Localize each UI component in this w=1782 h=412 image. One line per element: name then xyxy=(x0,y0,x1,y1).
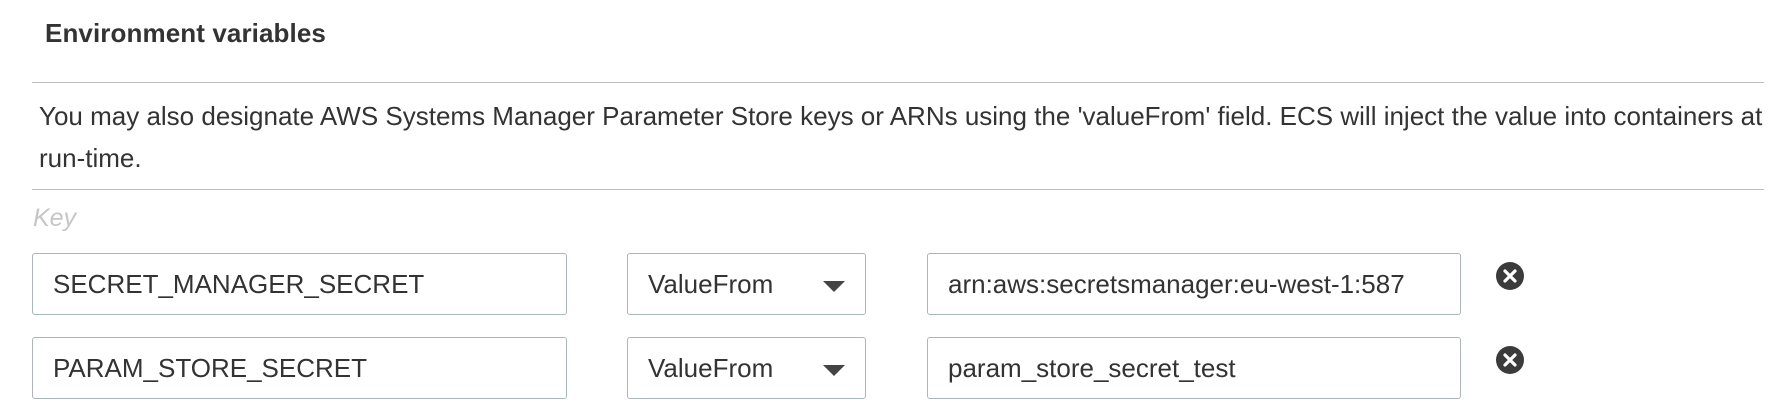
section-title: Environment variables xyxy=(45,18,326,48)
divider-top xyxy=(32,82,1764,83)
key-column-label: Key xyxy=(33,204,77,232)
env-value-input[interactable]: param_store_secret_test xyxy=(927,337,1461,399)
env-var-row: PARAM_STORE_SECRET ValueFrom param_store… xyxy=(0,337,1782,401)
env-value-input[interactable]: arn:aws:secretsmanager:eu-west-1:587 xyxy=(927,253,1461,315)
value-type-selected: ValueFrom xyxy=(648,269,774,299)
env-var-row: SECRET_MANAGER_SECRET ValueFrom arn:aws:… xyxy=(0,253,1782,317)
value-type-selected: ValueFrom xyxy=(648,353,774,383)
divider-bottom xyxy=(32,189,1764,190)
remove-circle-icon xyxy=(1503,269,1517,283)
caret-down-icon xyxy=(823,281,845,292)
remove-row-button[interactable] xyxy=(1496,262,1524,290)
env-key-input[interactable]: PARAM_STORE_SECRET xyxy=(32,337,567,399)
remove-row-button[interactable] xyxy=(1496,346,1524,374)
section-description: You may also designate AWS Systems Manag… xyxy=(39,101,1763,173)
caret-down-icon xyxy=(823,365,845,376)
remove-circle-icon xyxy=(1503,353,1517,367)
env-key-input[interactable]: SECRET_MANAGER_SECRET xyxy=(32,253,567,315)
value-type-select[interactable]: ValueFrom xyxy=(627,253,866,315)
value-type-select[interactable]: ValueFrom xyxy=(627,337,866,399)
